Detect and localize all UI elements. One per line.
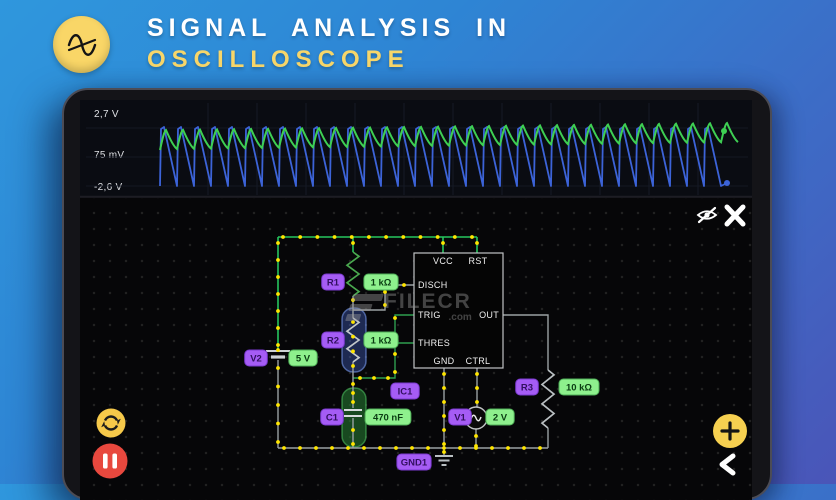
current-flow-dots <box>276 235 542 454</box>
oscilloscope-traces <box>159 121 739 187</box>
circuit-svg: VCC RST DISCH TRIG THRES OUT GND CTRL R1 1 kΩ R2 1… <box>80 103 752 479</box>
svg-text:R1: R1 <box>327 278 340 289</box>
svg-text:IC1: IC1 <box>398 387 414 398</box>
svg-text:1 kΩ: 1 kΩ <box>371 278 392 289</box>
svg-text:2 V: 2 V <box>493 413 508 424</box>
ground-gnd1[interactable] <box>435 455 453 466</box>
badge-gnd1[interactable]: GND1 <box>396 453 432 471</box>
ic-555-chip[interactable] <box>413 252 504 369</box>
r2-selection-highlight[interactable] <box>341 307 367 373</box>
ic-pin-disch: DISCH <box>418 280 448 290</box>
back-button[interactable] <box>719 453 736 476</box>
ic-pin-gnd: GND <box>434 356 455 366</box>
ic-pin-out: OUT <box>479 310 499 320</box>
badge-r1[interactable]: R1 <box>321 273 345 291</box>
svg-text:10 kΩ: 10 kΩ <box>566 383 592 394</box>
ic-pin-ctrl: CTRL <box>466 356 491 366</box>
badge-v2[interactable]: V2 <box>244 349 268 367</box>
tablet-device-frame: 2,7 V 75 mV -2,6 V <box>62 88 772 500</box>
ic-pin-labels: VCC RST DISCH TRIG THRES OUT GND CTRL <box>418 256 499 366</box>
page-title: SIGNAL ANALYSIS IN OSCILLOSCOPE <box>147 14 511 74</box>
svg-text:470 nF: 470 nF <box>373 413 403 424</box>
capacitor-c1[interactable] <box>344 409 362 417</box>
svg-text:R2: R2 <box>327 336 339 347</box>
add-component-button[interactable] <box>713 414 747 448</box>
badge-r3v[interactable]: 10 kΩ <box>558 378 600 396</box>
trace-blue <box>159 126 728 187</box>
badge-r1v[interactable]: 1 kΩ <box>363 273 399 291</box>
svg-text:1 kΩ: 1 kΩ <box>371 336 392 347</box>
badge-r2v[interactable]: 1 kΩ <box>363 331 399 349</box>
svg-text:V1: V1 <box>454 413 466 424</box>
sine-wave-icon <box>67 33 96 56</box>
close-icon[interactable] <box>724 204 746 227</box>
svg-text:C1: C1 <box>326 413 339 424</box>
title-line-1: SIGNAL ANALYSIS IN <box>147 14 512 42</box>
ic-pin-vcc: VCC <box>433 256 453 266</box>
badge-v1v[interactable]: 2 V <box>485 408 515 426</box>
pause-button[interactable] <box>92 443 128 479</box>
scope-label-min: -2,6 V <box>94 182 123 193</box>
badge-r2[interactable]: R2 <box>321 331 345 349</box>
svg-text:GND1: GND1 <box>401 458 428 469</box>
scope-label-mid: 75 mV <box>94 150 125 161</box>
svg-text:R3: R3 <box>521 383 533 394</box>
badge-v1[interactable]: V1 <box>448 408 472 426</box>
resistor-r1[interactable] <box>345 251 361 297</box>
ic-pin-thres: THRES <box>418 338 450 348</box>
resistor-r2[interactable] <box>345 317 361 363</box>
badge-c1[interactable]: C1 <box>320 408 344 426</box>
ic-pin-trig: TRIG <box>418 310 441 320</box>
app-logo <box>53 16 110 73</box>
trace-green <box>159 121 739 151</box>
ic-pin-rst: RST <box>469 256 488 266</box>
scope-grid <box>80 103 752 198</box>
svg-text:V2: V2 <box>250 354 262 365</box>
badge-v2v[interactable]: 5 V <box>288 349 318 367</box>
scope-label-max: 2,7 V <box>94 109 119 120</box>
badge-c1v[interactable]: 470 nF <box>364 408 412 426</box>
resistor-r3[interactable] <box>540 369 556 429</box>
loop-button[interactable] <box>96 408 126 438</box>
title-line-2: OSCILLOSCOPE <box>147 46 410 73</box>
c1-selection-highlight[interactable] <box>341 387 367 448</box>
badge-ic1[interactable]: IC1 <box>390 382 420 400</box>
app-screen: 2,7 V 75 mV -2,6 V <box>80 100 752 500</box>
eye-off-icon[interactable] <box>696 206 718 224</box>
header: SIGNAL ANALYSIS IN OSCILLOSCOPE <box>0 0 836 88</box>
badge-r3[interactable]: R3 <box>515 378 539 396</box>
neutral-wires <box>277 284 549 455</box>
svg-text:5 V: 5 V <box>296 354 311 365</box>
